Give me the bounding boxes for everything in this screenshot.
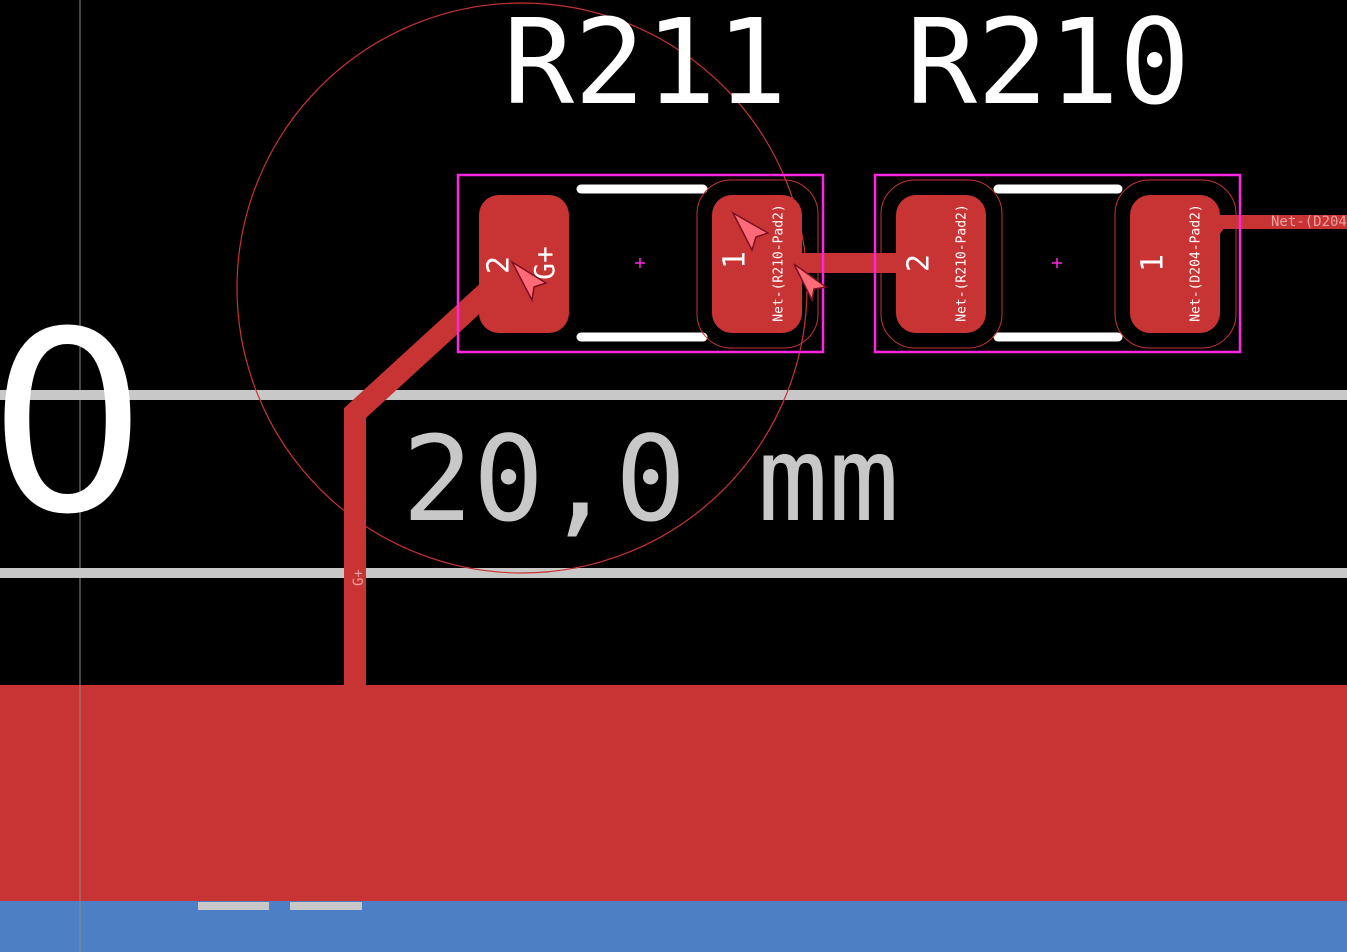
dimension-label[interactable]: 20,0 mm [402, 410, 899, 548]
pad-clearance-outline [696, 179, 819, 349]
pad-number: 1 [1136, 254, 1171, 272]
silkscreen-mark [198, 902, 269, 910]
ratsnest-arrow-icon [793, 263, 828, 303]
partial-ref-text: 0 [0, 278, 147, 569]
ratsnest-arrow-icon [510, 259, 548, 303]
pad-number: 2 [482, 256, 517, 274]
pad-net-label: G+ [528, 246, 561, 280]
pad-net-label: Net-(R210-Pad2) [772, 204, 787, 321]
reference-r210[interactable]: R210 [906, 0, 1190, 131]
reference-r211[interactable]: R211 [503, 0, 787, 131]
ratsnest-arrow-icon [731, 211, 770, 252]
front-copper-zone[interactable] [0, 685, 1347, 901]
anchor-crosshair [635, 258, 645, 268]
anchor-crosshair [1052, 258, 1062, 268]
pad-r211-1[interactable] [712, 195, 802, 333]
pad-net-label: Net-(R210-Pad2) [955, 204, 970, 321]
courtyard-r210 [873, 173, 1242, 354]
pad-r211-2[interactable] [479, 195, 569, 333]
pad-r210-1[interactable] [1130, 195, 1220, 333]
courtyard-r211 [456, 173, 825, 354]
pad-net-label: Net-(D204-Pad2) [1189, 204, 1204, 321]
track-label-d204: Net-(D204 [1271, 214, 1347, 230]
pad-number: 1 [718, 251, 753, 269]
pad-r210-2[interactable] [896, 195, 986, 333]
pad-clearance-outline [880, 179, 1003, 349]
pad-number: 2 [902, 254, 937, 272]
track-gplus[interactable] [344, 253, 528, 692]
footprint-r211[interactable]: 2 G+ 1 Net-(R210-Pad2) R211 [456, 0, 825, 354]
pad-clearance-outline [1114, 179, 1237, 349]
track-label-gplus: G+ [351, 569, 367, 586]
footprint-r210[interactable]: 2 Net-(R210-Pad2) 1 Net-(D204-Pad2) R210 [873, 0, 1242, 354]
silkscreen-mark [290, 902, 362, 910]
